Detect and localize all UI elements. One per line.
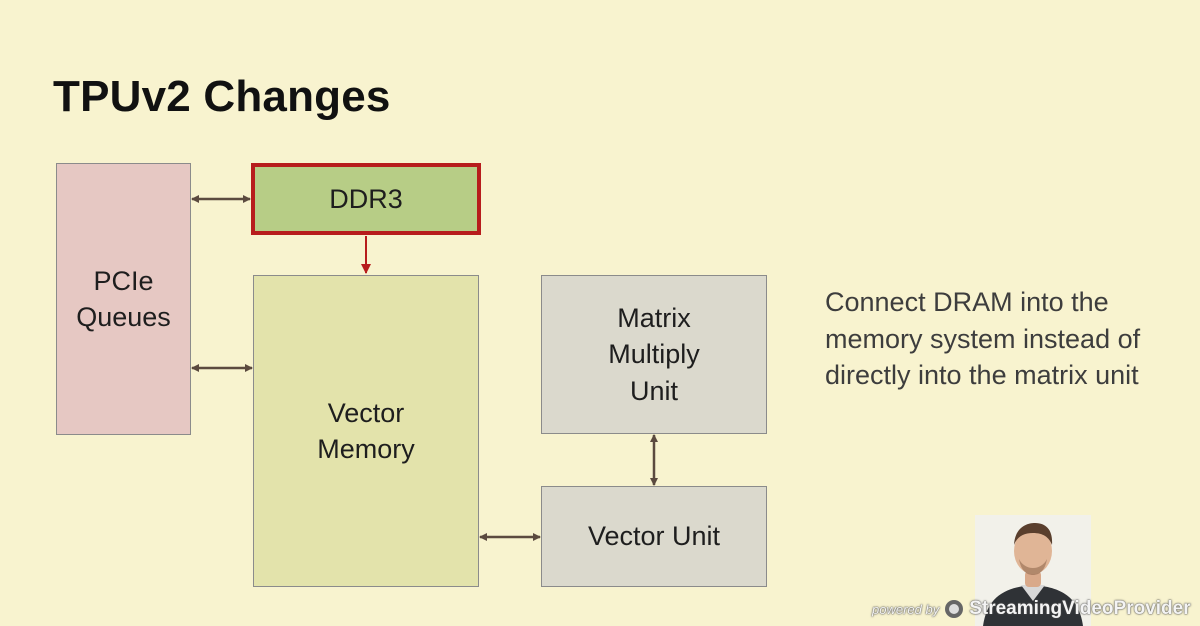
streaming-watermark: powered by StreamingVideoProvider — [872, 598, 1191, 620]
vector-unit-block: Vector Unit — [541, 486, 767, 587]
watermark-brand-text: StreamingVideoProvider — [969, 598, 1191, 619]
slide-note: Connect DRAM into the memory system inst… — [825, 287, 1141, 391]
slide-title: TPUv2 Changes — [53, 72, 391, 121]
pcie-queues-block: PCIe Queues — [56, 163, 191, 435]
matrix-multiply-unit-block: Matrix Multiply Unit — [541, 275, 767, 434]
vector-memory-block: Vector Memory — [253, 275, 479, 587]
ddr3-block: DDR3 — [251, 163, 481, 235]
presenter-video-thumbnail — [975, 515, 1091, 626]
matrix-multiply-unit-label: Matrix Multiply Unit — [608, 303, 700, 406]
watermark-powered-text: powered by — [872, 601, 940, 617]
vector-memory-label: Vector Memory — [317, 397, 415, 464]
presenter-figure — [975, 515, 1091, 626]
ddr3-label: DDR3 — [329, 183, 403, 214]
vector-unit-label: Vector Unit — [587, 521, 721, 552]
streaming-logo-icon — [945, 600, 964, 618]
pcie-queues-label: PCIe Queues — [76, 265, 171, 332]
